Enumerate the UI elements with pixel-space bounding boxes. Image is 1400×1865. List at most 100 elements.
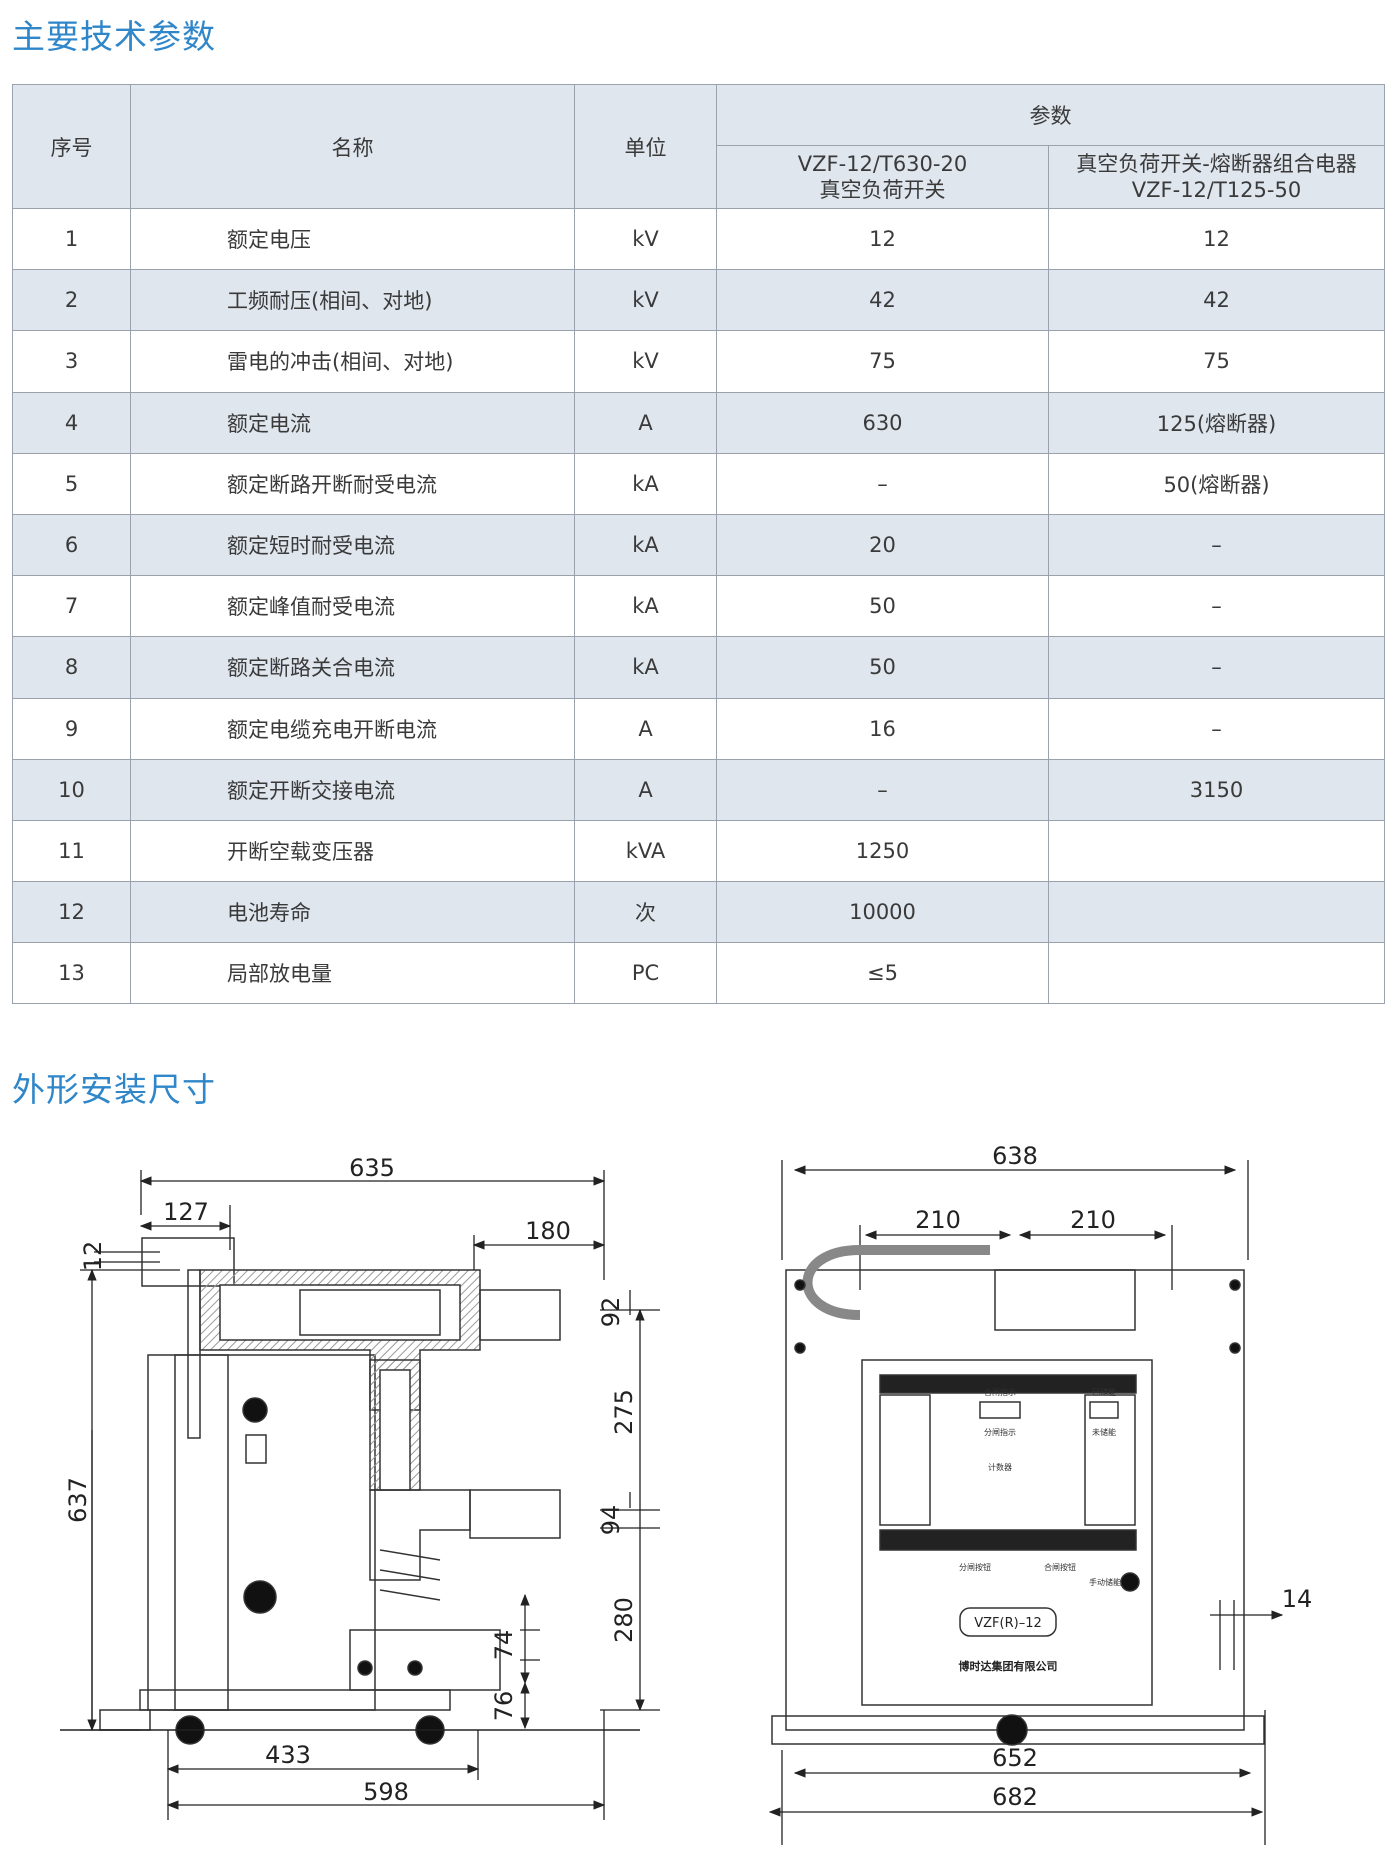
side-lower-insulator [369, 1489, 471, 1581]
row-unit: kA [574, 513, 717, 577]
header-col-a-line2: 真空负荷开关 [819, 178, 946, 202]
header-unit: 单位 [574, 84, 717, 209]
row-name: 额定断路开断耐受电流 [130, 452, 575, 515]
dimension-section-title: 外形安装尺寸 [12, 1070, 216, 1109]
front-wheel [996, 1714, 1028, 1746]
front-dim-638: 638 [992, 1142, 1038, 1170]
front-dim-652: 652 [992, 1744, 1038, 1772]
header-col-a: VZF-12/T630-20 真空负荷开关 [716, 145, 1049, 209]
row-value-b: – [1048, 636, 1385, 699]
row-unit: A [574, 697, 717, 760]
row-name: 额定电压 [130, 207, 575, 271]
row-value-b: – [1048, 697, 1385, 760]
front-cable-loop [802, 1245, 990, 1320]
row-value-b: 3150 [1048, 758, 1385, 821]
row-unit: A [574, 758, 717, 821]
side-dim-280: 280 [610, 1597, 638, 1643]
side-upper-terminal [479, 1289, 561, 1341]
row-value-a: 12 [716, 207, 1049, 271]
manual-store-knob [1120, 1572, 1140, 1592]
header-col-a-line1: VZF-12/T630-20 [797, 152, 968, 176]
front-dim-210-left: 210 [915, 1206, 961, 1234]
label-close-button: 合闸按钮 [1044, 1562, 1076, 1572]
row-unit: PC [574, 942, 717, 1005]
row-value-b: 125(熔断器) [1048, 391, 1385, 454]
row-name: 额定峰值耐受电流 [130, 575, 575, 638]
front-top-fuse [994, 1269, 1136, 1331]
row-value-a: 16 [716, 697, 1049, 760]
row-value-b [1048, 819, 1385, 883]
side-vacuum-bottle [299, 1289, 441, 1336]
label-manual-store: 手动储能 [1089, 1577, 1121, 1587]
side-dim-180: 180 [525, 1217, 571, 1245]
front-dim-210-right: 210 [1070, 1206, 1116, 1234]
row-value-b [1048, 942, 1385, 1005]
front-panel [861, 1359, 1153, 1706]
row-unit: kV [574, 269, 717, 332]
row-name: 工频耐压(相间、对地) [130, 269, 575, 332]
row-unit: kV [574, 330, 717, 393]
row-value-a: 42 [716, 269, 1049, 332]
row-name: 额定开断交接电流 [130, 758, 575, 821]
row-name: 额定电流 [130, 391, 575, 454]
label-open-indicator: 分闸指示 [984, 1427, 1016, 1437]
row-unit: A [574, 391, 717, 454]
side-base [139, 1689, 451, 1711]
row-name: 额定电缆充电开断电流 [130, 697, 575, 760]
row-name: 额定断路关合电流 [130, 636, 575, 699]
side-dim-637: 637 [64, 1477, 92, 1523]
label-not-stored: 未储能 [1092, 1427, 1116, 1437]
row-no: 2 [12, 269, 131, 332]
side-lower-terminal [469, 1489, 561, 1539]
header-params: 参数 [716, 84, 1385, 146]
header-no: 序号 [12, 84, 131, 209]
row-no: 1 [12, 207, 131, 271]
row-no: 9 [12, 697, 131, 760]
row-no: 10 [12, 758, 131, 821]
label-model: VZF(R)–12 [974, 1616, 1042, 1631]
row-value-b: 75 [1048, 330, 1385, 393]
row-name: 开断空载变压器 [130, 819, 575, 883]
row-value-b: 12 [1048, 207, 1385, 271]
header-col-b-line1: 真空负荷开关-熔断器组合电器 [1076, 152, 1357, 176]
front-view [768, 1160, 1284, 1845]
row-unit: kV [574, 207, 717, 271]
dimension-drawings: 635 127 180 433 598 12 637 92 275 94 280… [60, 1142, 1312, 1845]
row-no: 5 [12, 452, 131, 515]
row-value-a: ≤5 [716, 942, 1049, 1005]
label-open-button: 分闸按钮 [959, 1562, 991, 1572]
row-value-a: 20 [716, 513, 1049, 577]
row-value-a: 50 [716, 636, 1049, 699]
spec-table: 序号 名称 单位 参数 VZF-12/T630-20 真空负荷开关 真空负荷开关… [12, 84, 1385, 1005]
row-name: 电池寿命 [130, 881, 575, 944]
row-unit: kA [574, 575, 717, 638]
side-dim-92: 92 [597, 1297, 625, 1328]
row-name: 额定短时耐受电流 [130, 513, 575, 577]
side-dim-635: 635 [349, 1154, 395, 1182]
row-value-b [1048, 881, 1385, 944]
side-dim-127: 127 [163, 1198, 209, 1226]
front-model-plate [959, 1607, 1057, 1637]
row-value-a: 630 [716, 391, 1049, 454]
label-counter: 计数器 [988, 1462, 1012, 1472]
row-name: 雷电的冲击(相间、对地) [130, 330, 575, 393]
side-knob-lower [243, 1580, 277, 1614]
side-front-plate [187, 1269, 201, 1439]
row-value-a: 10000 [716, 881, 1049, 944]
side-dim-94: 94 [597, 1505, 625, 1536]
row-value-b: 42 [1048, 269, 1385, 332]
header-col-b-line2: VZF-12/T125-50 [1131, 178, 1302, 202]
label-company: 博时达集团有限公司 [959, 1659, 1058, 1673]
row-no: 8 [12, 636, 131, 699]
row-no: 12 [12, 881, 131, 944]
